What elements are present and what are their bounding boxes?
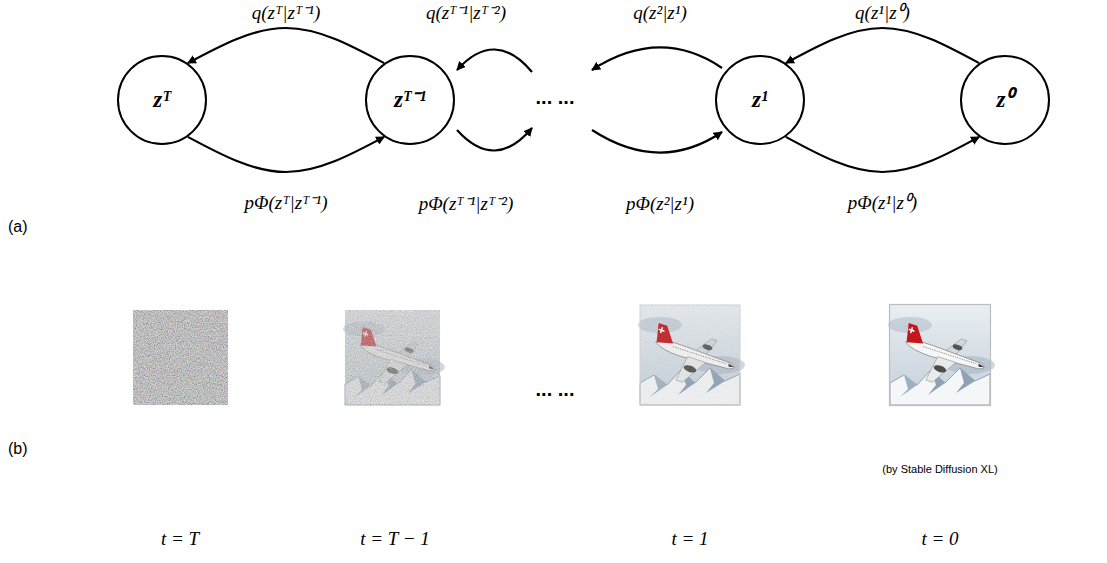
timestep-label: t = 0 xyxy=(921,528,958,550)
transition-arrow xyxy=(786,137,979,172)
circle-outline xyxy=(716,56,804,144)
state-circle: z⁰ xyxy=(960,55,1050,145)
transition-label: q(z²|z¹) xyxy=(633,2,687,24)
circle-outline xyxy=(961,56,1049,144)
reverse-arrow xyxy=(457,128,532,151)
state-circle: zᵀ xyxy=(117,55,207,145)
noise-image xyxy=(133,310,228,405)
transition-arrow xyxy=(786,28,979,63)
circle-outline xyxy=(118,56,206,144)
image-credit: (by Stable Diffusion XL) xyxy=(882,463,997,476)
noisy-airplane-image xyxy=(343,310,445,405)
timestep-label: t = 1 xyxy=(671,528,708,550)
ellipsis: ... ... xyxy=(536,378,575,401)
transition-label: pΦ(zᵀ⁻¹|zᵀ⁻²) xyxy=(419,193,514,215)
transition-label: q(zᵀ|zᵀ⁻¹) xyxy=(252,2,321,24)
forward-arrow xyxy=(592,47,722,70)
state-variable: zᵀ xyxy=(153,87,170,112)
state-circle: z¹ xyxy=(715,55,805,145)
transition-label: pΦ(zᵀ|zᵀ⁻¹) xyxy=(244,192,327,214)
ellipsis: ... ... xyxy=(536,86,575,109)
transition-arrows xyxy=(457,47,722,152)
state-variable: zᵀ⁻¹ xyxy=(394,87,426,112)
transition-arrow xyxy=(188,28,384,63)
state-variable: z⁰ xyxy=(997,87,1014,112)
timestep-label: t = T xyxy=(161,528,199,550)
state-variable: z¹ xyxy=(752,87,768,112)
timestep-label: t = T − 1 xyxy=(360,528,430,550)
slightly-noisy-airplane-image xyxy=(638,305,745,405)
reverse-arrow xyxy=(592,130,722,153)
circle-outline xyxy=(366,56,454,144)
panel-tag: (b) xyxy=(8,440,28,458)
transition-arrow xyxy=(188,137,384,172)
state-circle: zᵀ⁻¹ xyxy=(365,55,455,145)
transition-label: pΦ(z¹|z⁰) xyxy=(848,192,917,214)
clean-airplane-image xyxy=(888,305,995,406)
transition-label: pΦ(z²|z¹) xyxy=(626,193,694,215)
transition-label: q(z¹|z⁰) xyxy=(855,2,910,24)
transition-label: q(zᵀ⁻¹|zᵀ⁻²) xyxy=(426,2,506,24)
forward-arrow xyxy=(457,49,532,72)
panel-tag: (a) xyxy=(8,218,28,236)
